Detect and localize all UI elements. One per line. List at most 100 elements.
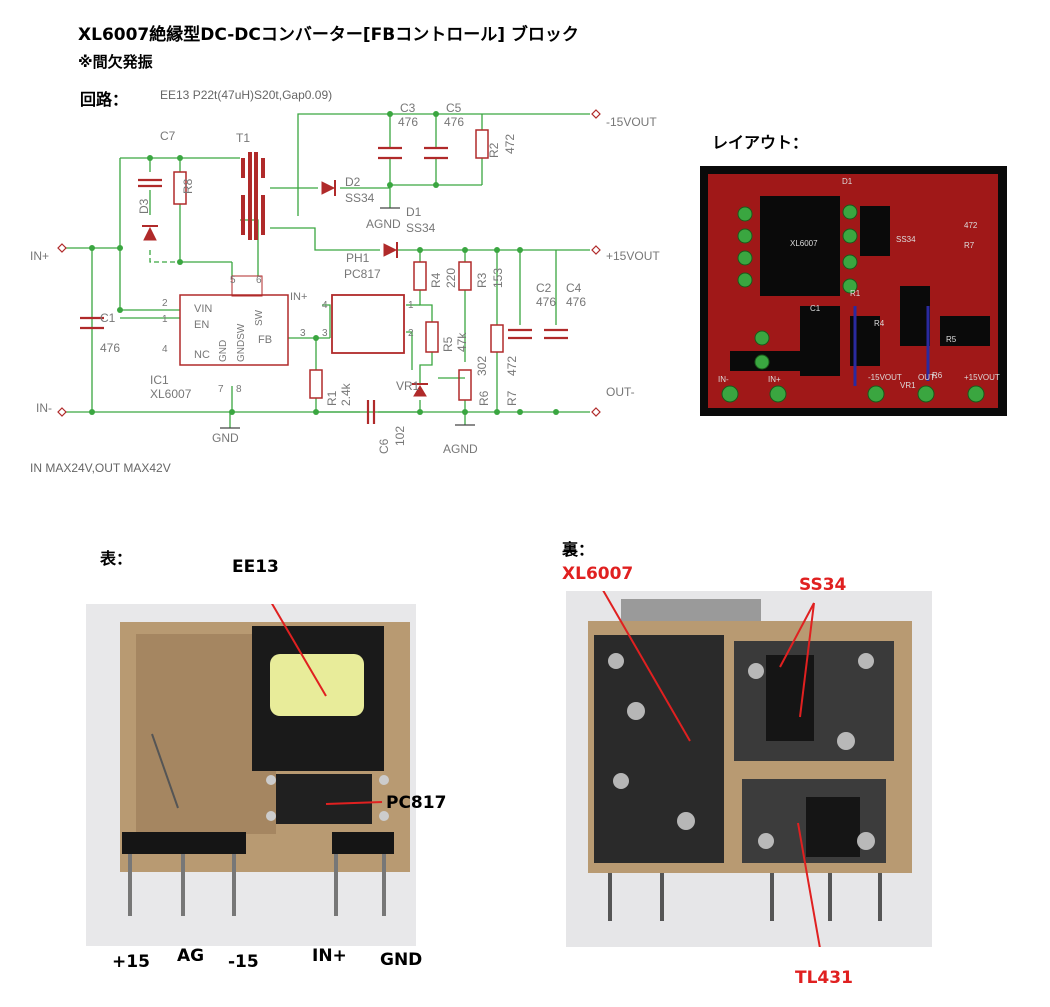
pcb-ss34: SS34 <box>896 235 916 244</box>
transformer-coil <box>270 654 364 716</box>
label-d2: D2 <box>345 175 361 189</box>
terminals <box>57 109 601 417</box>
front-label: 表： <box>100 549 133 568</box>
net-m15vout: -15VOUT <box>606 115 657 129</box>
front-callout-lines <box>271 604 383 805</box>
wire-lead <box>151 733 179 809</box>
pcb-r4: R4 <box>874 319 885 328</box>
net-inp: IN+ <box>30 249 49 263</box>
label-r7v: 472 <box>505 356 519 376</box>
label-d3: D3 <box>137 198 151 214</box>
back-ic-area <box>594 635 724 863</box>
back-callout-lines <box>602 591 821 947</box>
label-c2v: 476 <box>536 295 556 309</box>
pcb-pad-inm: IN- <box>718 375 729 384</box>
pin-sw: SW <box>254 309 265 326</box>
net-gnd: GND <box>212 431 239 445</box>
opto-pin-1: 1 <box>408 300 414 311</box>
label-c3: C3 <box>400 101 416 115</box>
opto-pin-4: 4 <box>322 300 328 311</box>
pin-num-4: 4 <box>162 344 168 355</box>
label-r3v: 153 <box>491 268 505 288</box>
callout-xl6007: XL6007 <box>562 564 634 584</box>
pin-gndsw: GNDSW <box>236 323 247 362</box>
label-r1v: 2.4k <box>339 382 353 406</box>
pcb-layout: D1 C1 XL6007 SS34 R7 472 VR1 R1 R4 R5 R6… <box>700 166 1007 416</box>
pin-label-ag: AG <box>177 946 205 966</box>
pin-en: EN <box>194 319 209 331</box>
ic1-body <box>179 294 289 366</box>
layout-label: レイアウト： <box>712 133 809 152</box>
label-d1: D1 <box>406 205 422 219</box>
circuit-label: 回路： <box>80 90 129 109</box>
label-c4: C4 <box>566 281 582 295</box>
pcb-r1: R1 <box>850 289 861 298</box>
pcb-pad-m15: -15VOUT <box>868 373 902 382</box>
label-ic1v: XL6007 <box>150 387 192 401</box>
pcb-ic: XL6007 <box>790 239 818 248</box>
label-vr1: VR1 <box>396 379 420 393</box>
opto-pin-3: 3 <box>322 328 328 339</box>
optocoupler-pc817 <box>276 774 372 824</box>
label-c6v: 102 <box>393 426 407 446</box>
tl431-package <box>806 797 860 857</box>
transformer-spec: EE13 P22t(47uH)S20t,Gap0.09) <box>160 88 333 102</box>
pcb-d1: D1 <box>842 177 853 186</box>
net-inp-small: IN+ <box>290 291 307 303</box>
pin-nc: NC <box>194 349 210 361</box>
opto-body <box>331 294 405 354</box>
label-c1v: 476 <box>100 341 120 355</box>
schematic: -15VOUT +15VOUT IN+ IN- OUT- GND AGND AG… <box>30 101 660 456</box>
capacitors <box>80 146 568 424</box>
transformer-t1 <box>241 152 265 240</box>
back-label: 裏： <box>562 540 595 559</box>
label-r7: R7 <box>505 390 519 406</box>
pin-gnd: GND <box>218 340 229 362</box>
pin-label-p15: +15 <box>112 952 150 972</box>
net-outm: OUT- <box>606 385 635 399</box>
label-r5: R5 <box>441 336 455 352</box>
pcb-c1: C1 <box>810 304 821 313</box>
label-d2v: SS34 <box>345 191 375 205</box>
pin-vin: VIN <box>194 303 212 315</box>
pin-num-8: 8 <box>236 384 242 395</box>
label-r8: R8 <box>181 178 195 194</box>
net-p15vout: +15VOUT <box>606 249 660 263</box>
callout-ss34: SS34 <box>799 575 847 595</box>
label-c5v: 476 <box>444 115 464 129</box>
ic1-pins-top <box>231 275 263 297</box>
subtitle-note: ※間欠発振 <box>78 53 153 71</box>
pin-num-2: 2 <box>162 298 168 309</box>
label-ph1: PH1 <box>346 251 370 265</box>
pcb-r7: R7 <box>964 241 975 250</box>
pcb-pad-inp: IN+ <box>768 375 781 384</box>
pin-num-5: 5 <box>230 275 236 286</box>
pcb-pad-p15: +15VOUT <box>964 373 1000 382</box>
label-r4v: 220 <box>444 268 458 288</box>
header-pins <box>128 854 386 916</box>
net-agnd2: AGND <box>443 442 478 456</box>
callout-tl431: TL431 <box>795 968 853 988</box>
label-c5: C5 <box>446 101 462 115</box>
wires <box>65 113 590 428</box>
pcb-472: 472 <box>964 221 978 230</box>
pcb-vr1: VR1 <box>900 381 916 390</box>
callout-ee13: EE13 <box>232 557 279 577</box>
label-r5v: 47k <box>455 332 469 352</box>
label-r4: R4 <box>429 272 443 288</box>
label-r1: R1 <box>325 390 339 406</box>
back-pins <box>608 873 882 921</box>
ground-symbols <box>220 207 475 429</box>
label-ph1v: PC817 <box>344 267 381 281</box>
pin-fb: FB <box>258 334 272 346</box>
pcb-r6: R6 <box>932 371 943 380</box>
pin-header <box>122 832 394 854</box>
pin-num-6: 6 <box>256 275 262 286</box>
net-agnd1: AGND <box>366 217 401 231</box>
label-c7: C7 <box>160 129 176 143</box>
label-c4v: 476 <box>566 295 586 309</box>
label-r6v: 302 <box>475 356 489 376</box>
pin-num-3: 3 <box>300 328 306 339</box>
pin-num-7: 7 <box>218 384 224 395</box>
label-c3v: 476 <box>398 115 418 129</box>
